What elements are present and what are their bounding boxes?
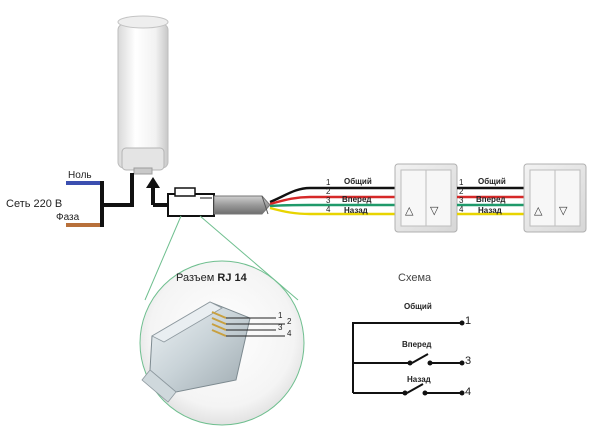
wire-3-name-b: Вперед xyxy=(476,195,506,204)
wire-3 xyxy=(269,203,395,208)
schematic-nodes xyxy=(402,320,465,396)
pin-4-label: 4 xyxy=(287,329,292,338)
schema-terminal-4: 4 xyxy=(465,386,472,398)
schema-terminal-1: 1 xyxy=(465,315,472,327)
power-input xyxy=(66,173,134,227)
connector-title-model: RJ 14 xyxy=(217,272,247,284)
switch-2 xyxy=(523,163,587,233)
schema-back-label: Назад xyxy=(407,375,431,384)
connector-title-prefix: Разъем xyxy=(176,272,215,284)
wire-4-name-b: Назад xyxy=(478,206,502,215)
connector-arrow xyxy=(146,177,168,207)
down-arrow-icon: ▽ xyxy=(559,205,568,217)
rj14-plug-large xyxy=(141,301,285,403)
wire-3-name-a: Вперед xyxy=(342,195,372,204)
pin-leader-lines xyxy=(226,317,285,337)
flat-cable xyxy=(213,195,271,215)
wire-1-num-a: 1 xyxy=(326,178,331,187)
wire-1-name-b: Общий xyxy=(478,177,506,186)
power-label: Сеть 220 В xyxy=(6,198,63,210)
wire-4 xyxy=(269,206,395,216)
wires-to-switch-2 xyxy=(457,186,524,216)
wire-4-num-a: 4 xyxy=(326,205,331,214)
schematic xyxy=(352,322,462,394)
wire-3-num-a: 3 xyxy=(326,196,331,205)
wire-4-num-b: 4 xyxy=(459,205,464,214)
wire-2-num-a: 2 xyxy=(326,187,331,196)
down-arrow-icon: ▽ xyxy=(430,205,439,217)
wire-1 xyxy=(269,186,395,204)
schema-terminal-3: 3 xyxy=(465,355,472,367)
wire-2-num-b: 2 xyxy=(459,187,464,196)
wire-3-num-b: 3 xyxy=(459,196,464,205)
phase-label: Фаза xyxy=(56,212,80,223)
up-arrow-icon: △ xyxy=(534,205,543,217)
neutral-label: Ноль xyxy=(68,170,92,181)
wire-2 xyxy=(269,195,395,206)
motor-tube xyxy=(117,15,169,175)
connector-title: Разъем RJ 14 xyxy=(176,272,247,284)
wire-1-name-a: Общий xyxy=(344,177,372,186)
wire-4-name-a: Назад xyxy=(344,206,368,215)
wires-to-switch-1 xyxy=(269,186,395,216)
pin-3-label: 3 xyxy=(278,323,283,332)
pin-1-label: 1 xyxy=(278,311,283,320)
plug-contacts xyxy=(211,311,227,337)
schema-title: Схема xyxy=(398,272,432,284)
schema-common-label: Общий xyxy=(404,302,432,311)
rj14-plug-small xyxy=(167,187,215,217)
schema-forward-label: Вперед xyxy=(402,340,432,349)
schema-bus xyxy=(352,322,462,393)
pin-2-label: 2 xyxy=(287,317,292,326)
wire-1-num-b: 1 xyxy=(459,178,464,187)
motor-power-cable xyxy=(102,173,134,207)
up-arrow-icon: △ xyxy=(405,205,414,217)
switch-1 xyxy=(394,163,458,233)
